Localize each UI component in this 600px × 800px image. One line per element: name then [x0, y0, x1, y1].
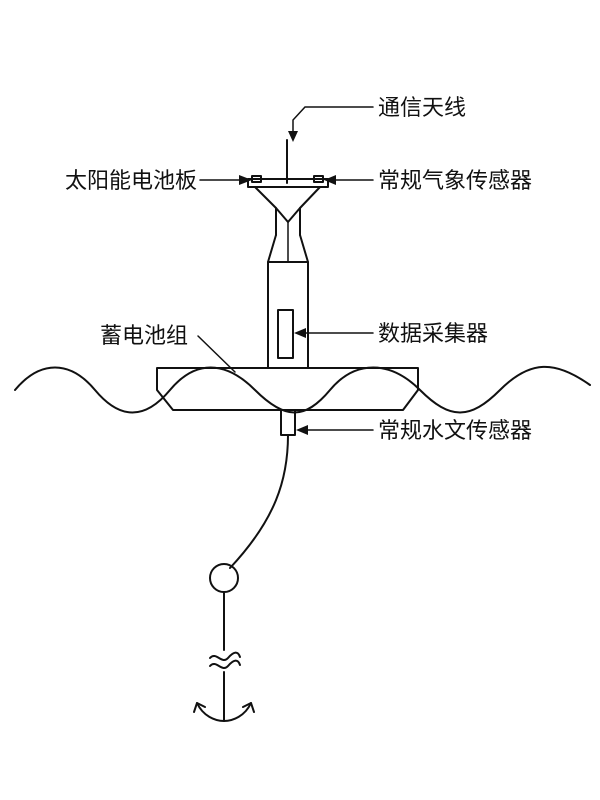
hydro-sensor-label: 常规水文传感器 [378, 419, 532, 444]
funnel-inner [275, 207, 301, 223]
anchor-icon [196, 702, 252, 722]
solar-panel-label: 太阳能电池板 [65, 169, 197, 194]
weather-sensor-right-block [313, 175, 324, 183]
mooring-cable [229, 434, 289, 569]
data-collector-arrowhead [294, 328, 306, 338]
sea-wave-line [14, 365, 591, 414]
anchor-left-fluke [193, 702, 206, 713]
weather-sensor-label: 常规气象传感器 [378, 169, 532, 194]
data-collector-box [277, 309, 294, 359]
data-collector-label: 数据采集器 [378, 322, 488, 347]
weather-sensor-arrowhead [324, 175, 336, 185]
battery-pack-label: 蓄电池组 [100, 324, 188, 349]
tower-taper [267, 234, 309, 263]
solar-panel-arrowhead [239, 175, 252, 185]
antenna-label: 通信天线 [378, 96, 466, 121]
solar-panel-left-block [251, 175, 262, 183]
antenna-leader [292, 106, 374, 133]
top-platform [247, 178, 329, 188]
battery-pack-leader [197, 335, 236, 373]
chain-break-mark [209, 651, 241, 669]
anchor-right-fluke [242, 702, 255, 713]
antenna-arrowhead [288, 131, 298, 142]
mooring-float-ball [209, 563, 239, 593]
tower-column [267, 261, 309, 369]
hydro-sensor-box [280, 409, 296, 436]
battery-pack-float [156, 367, 419, 411]
hydro-sensor-arrowhead [296, 425, 308, 435]
